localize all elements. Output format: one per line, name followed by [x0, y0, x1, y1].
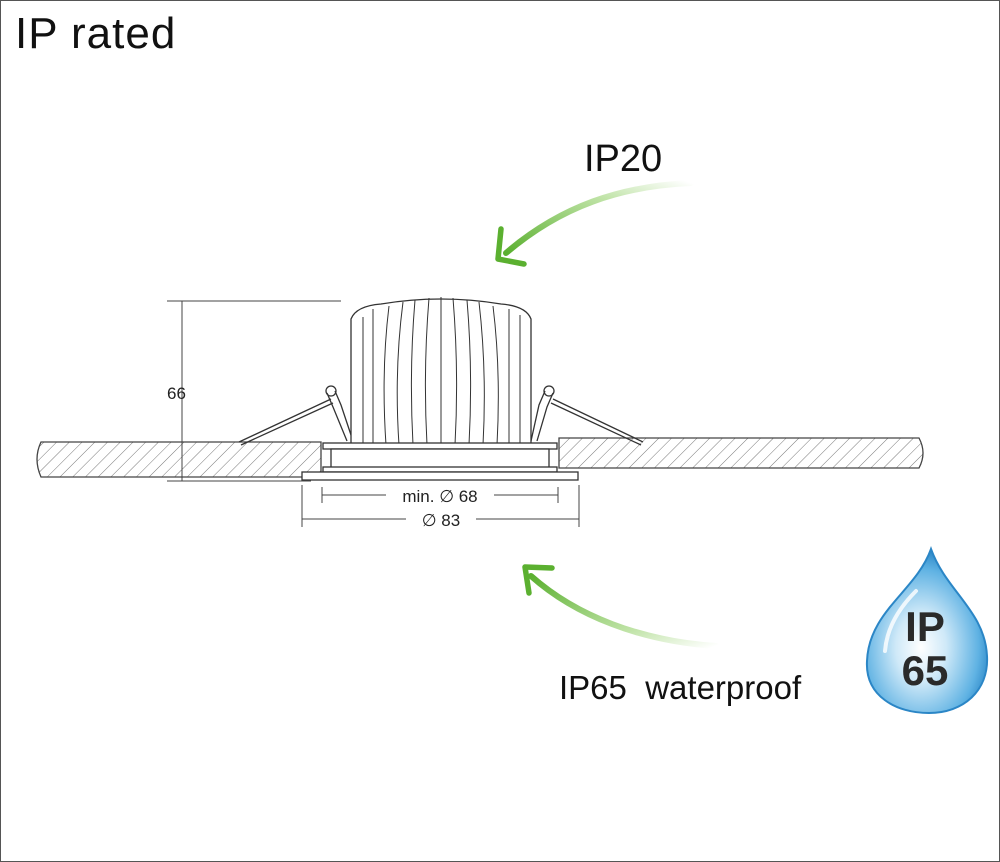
ip65-arrow-head	[522, 564, 555, 596]
ceiling-board-right	[558, 437, 924, 469]
badge-65-text: 65	[902, 647, 949, 694]
min-diameter-dimension	[321, 487, 559, 503]
badge-ip-text: IP	[905, 603, 945, 650]
spring-clip-left	[238, 385, 354, 446]
height-dimension-label: 66	[167, 384, 186, 403]
min-diameter-label: min. ∅ 68	[402, 487, 477, 506]
spring-clip-right	[530, 385, 644, 446]
water-drop-icon	[865, 546, 989, 715]
ip20-arrow-head	[495, 226, 527, 267]
ceiling-board-left	[36, 441, 322, 478]
ip20-arrow	[503, 180, 694, 256]
ip65-arrow	[528, 573, 719, 649]
height-dimension	[167, 300, 341, 482]
ip20-label: IP20	[584, 138, 662, 180]
outer-diameter-dimension	[301, 485, 580, 527]
page-title: IP rated	[15, 9, 177, 58]
fixture-collar	[301, 442, 579, 481]
heatsink	[350, 297, 532, 446]
outer-diameter-label: ∅ 83	[422, 511, 460, 530]
ip65-label: IP65 waterproof	[559, 669, 802, 706]
water-drop-badge: IP 65	[865, 546, 989, 715]
